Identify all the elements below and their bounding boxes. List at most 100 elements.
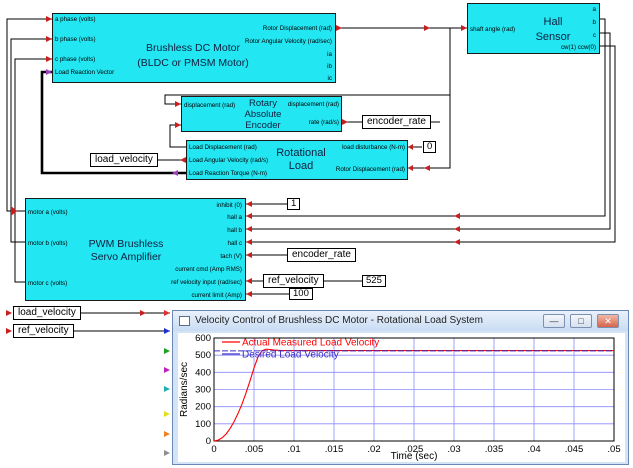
current-limit-constant[interactable]: 100 (289, 288, 313, 300)
x-axis-label: Time (sec) (391, 451, 438, 462)
x-tick-label: .035 (485, 444, 504, 455)
motor-in-b: b phase (volts) (55, 36, 96, 43)
x-tick-label: 0 (211, 444, 216, 455)
amp-in-current-limit: current limit (Amp) (191, 292, 242, 299)
load-out-velocity: Load Angular Velocity (rad/s) (189, 157, 269, 164)
amp-in-hall-b: hall b (227, 227, 242, 234)
amp-in-current-cmd: current cmd (Amp RMS) (175, 266, 242, 273)
motor-out-ib: ib (327, 63, 332, 70)
inhibit-constant[interactable]: 1 (287, 198, 301, 210)
amp-in-ref-velocity: ref velocity input (rad/sec) (171, 279, 242, 286)
amp-out-motor-c: motor c (volts) (28, 280, 68, 287)
wire-rotor-to-encoder (164, 28, 451, 105)
load-title-line1: Rotational (276, 147, 326, 159)
motor-in-c: c phase (volts) (55, 56, 96, 63)
motor-title-line2: (BLDC or PMSM Motor) (137, 57, 249, 69)
ref-velocity-tag-out[interactable]: ref_velocity (263, 274, 324, 288)
y-tick-label: 100 (195, 419, 211, 430)
hall-in-shaft-angle: shaft angle (rad) (470, 26, 516, 33)
reaction-torque-arrow (172, 170, 178, 176)
hall-sensor-block[interactable]: Hall Sensor shaft angle (rad) a b c cw(1… (467, 3, 600, 54)
y-tick-label: 0 (206, 436, 211, 447)
encoder-out-rate: rate (rad/s) (308, 119, 339, 126)
motor-out-ia: ia (327, 51, 332, 58)
y-tick-label: 600 (195, 333, 211, 344)
load-title-line2: Load (288, 160, 314, 172)
hall-out-b: b (592, 19, 596, 26)
hall-out-a: a (592, 6, 596, 13)
load-velocity-tag-out[interactable]: load_velocity (90, 153, 158, 167)
x-tick-label: .025 (405, 444, 424, 455)
hall-out-c: c (592, 32, 596, 39)
motor-block[interactable]: Brushless DC Motor (BLDC or PMSM Motor) … (52, 13, 336, 83)
amp-title-line1: PWM Brushless (88, 238, 164, 250)
encoder-rate-tag-out[interactable]: encoder_rate (362, 115, 431, 129)
wire-hall-b (246, 32, 611, 230)
wire-phase-b (10, 38, 52, 243)
disturbance-constant[interactable]: 0 (423, 141, 437, 153)
load-out-reaction-torque: Load Reaction Torque (N-m) (189, 170, 267, 177)
plot-input-arrows (164, 310, 170, 456)
hall-title: Hall Sensor (523, 15, 583, 45)
reaction-vector-arrow (46, 69, 52, 75)
encoder-title-line1: Rotary (249, 98, 277, 109)
motor-in-a: a phase (volts) (55, 16, 96, 23)
wire-phase-c (14, 58, 52, 283)
x-tick-label: .015 (325, 444, 344, 455)
plot-window-title: Velocity Control of Brushless DC Motor -… (195, 315, 483, 326)
motor-out-rotor-disp: Rotor Displacement (rad) (262, 25, 332, 32)
encoder-title: Rotary Absolute Encoder (237, 98, 289, 131)
plot-window-titlebar[interactable]: Velocity Control of Brushless DC Motor -… (173, 311, 628, 331)
amp-title-line2: Servo Amplifier (90, 251, 162, 263)
pwm-amplifier-block[interactable]: PWM Brushless Servo Amplifier motor a (v… (25, 198, 246, 301)
hall-title-line1: Hall (543, 16, 563, 28)
ref-velocity-tag-in[interactable]: ref_velocity (13, 324, 74, 338)
maximize-button[interactable]: □ (570, 314, 592, 328)
wire-phase-a (6, 18, 52, 212)
motor-out-ic: ic (327, 75, 332, 82)
amp-title: PWM Brushless Servo Amplifier (71, 238, 181, 264)
amp-out-motor-a: motor a (volts) (28, 209, 68, 216)
y-tick-label: 300 (195, 385, 211, 396)
amp-in-tach: tach (V) (220, 253, 242, 260)
motor-title: Brushless DC Motor (BLDC or PMSM Motor) (113, 41, 273, 71)
encoder-block[interactable]: Rotary Absolute Encoder displacement (ra… (181, 96, 342, 132)
minimize-button[interactable]: — (543, 314, 565, 328)
wire-hall-c (246, 45, 616, 243)
ref-velocity-constant[interactable]: 525 (362, 275, 386, 287)
wire-hall-a (246, 18, 606, 217)
load-in-rotor-disp: Rotor Displacement (rad) (335, 166, 405, 173)
velocity-chart: 0.005.01.015.02.025.03.035.04.045.050100… (179, 333, 621, 462)
encoder-out-displacement: displacement (rad) (287, 101, 339, 108)
amp-in-inhibit: inhibit (0) (216, 202, 242, 209)
amp-out-motor-b: motor b (volts) (28, 240, 68, 247)
hall-out-direction: cw(1) ccw(0) (560, 44, 596, 51)
plot-window[interactable]: Velocity Control of Brushless DC Motor -… (172, 310, 629, 465)
x-tick-label: .01 (287, 444, 300, 455)
x-tick-label: .04 (527, 444, 540, 455)
x-tick-label: .02 (367, 444, 380, 455)
plot-frame (213, 337, 615, 442)
x-tick-label: .03 (447, 444, 460, 455)
y-tick-label: 400 (195, 367, 211, 378)
load-out-displacement: Load Displacement (rad) (189, 144, 257, 151)
y-axis-label: Radians/sec (179, 362, 190, 417)
wire-rotor-to-load (408, 95, 451, 169)
hall-title-line2: Sensor (535, 31, 571, 43)
y-tick-label: 500 (195, 350, 211, 361)
port-arrows (6, 16, 467, 334)
rotational-load-block[interactable]: Rotational Load Load Displacement (rad) … (186, 140, 408, 180)
close-button[interactable]: ✕ (597, 314, 619, 328)
load-velocity-tag-in[interactable]: load_velocity (13, 306, 81, 320)
x-tick-label: .045 (565, 444, 584, 455)
encoder-in-displacement: displacement (rad) (184, 102, 236, 109)
encoder-title-line3: Encoder (245, 120, 281, 131)
load-title: Rotational Load (269, 147, 333, 173)
encoder-rate-tag-in[interactable]: encoder_rate (287, 248, 356, 262)
motor-out-rotor-vel: Rotor Angular Velocity (rad/sec) (244, 38, 332, 45)
load-in-disturbance: load disturbance (N-m) (342, 144, 405, 151)
motor-title-line1: Brushless DC Motor (146, 42, 240, 54)
legend-label: Desired Load Velocity (242, 350, 339, 361)
